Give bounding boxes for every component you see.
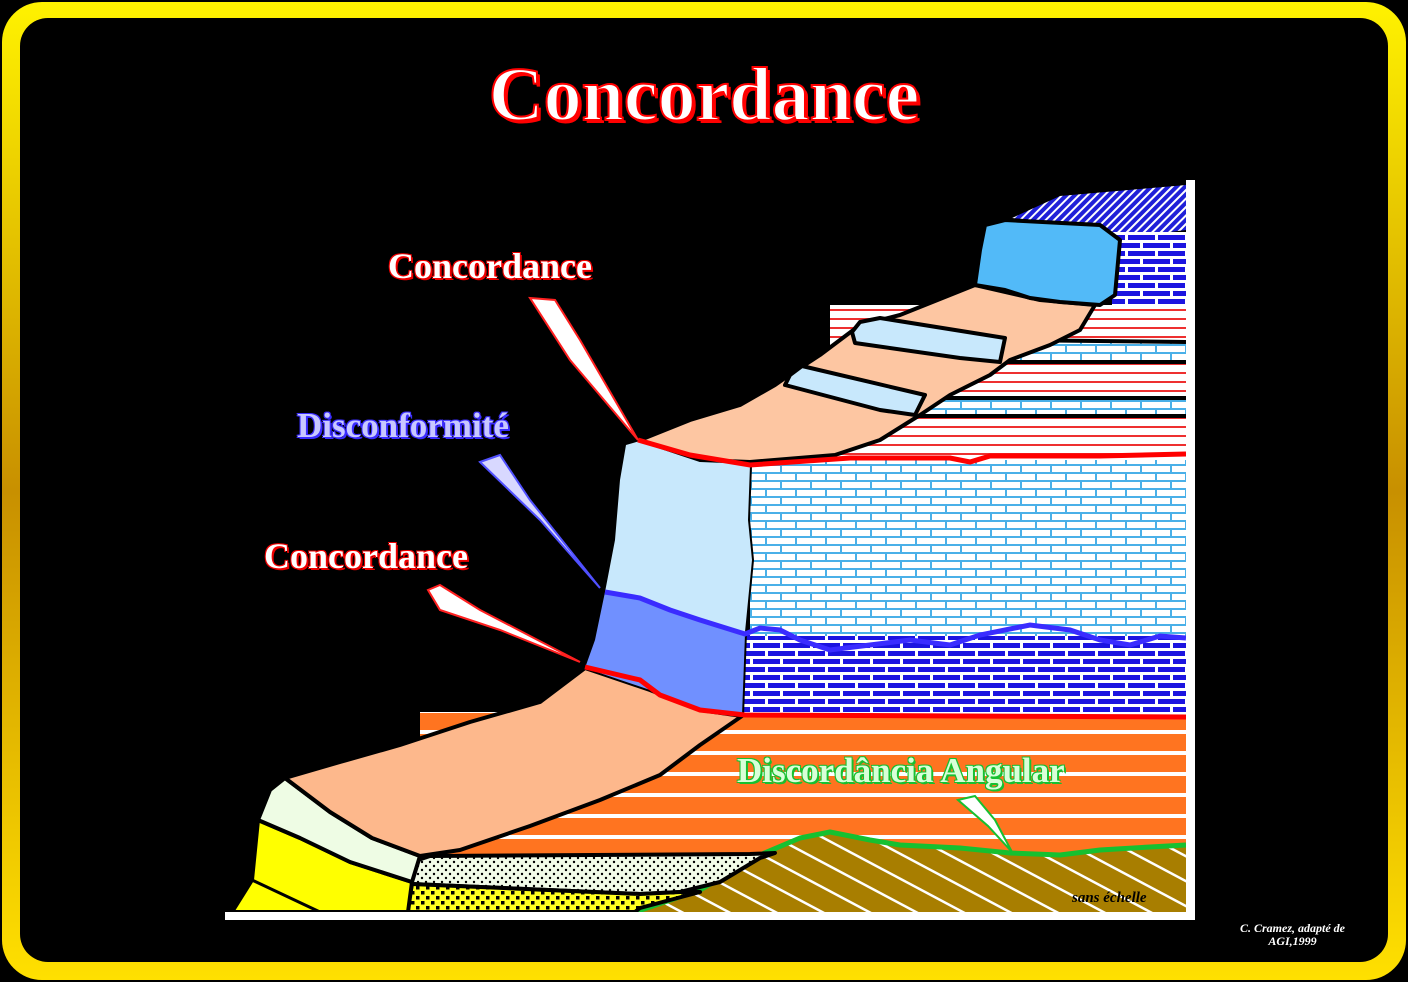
label-concordance-lower: Concordance — [264, 536, 468, 576]
arrow-discordancia — [955, 794, 1013, 853]
lower-concordance-line — [584, 664, 1187, 720]
base-axis — [225, 912, 1195, 920]
pale-blue-block — [605, 438, 752, 632]
arrow-upper-concordance — [528, 296, 639, 441]
label-disconformite: Disconformité — [297, 406, 509, 445]
credit: C. Cramez, adapté de AGI,1999 — [1215, 922, 1370, 948]
upper-concordance-line — [637, 437, 1187, 468]
top-hatched-layer — [1012, 185, 1186, 238]
vertical-axis — [1186, 180, 1195, 920]
arrow-disconformite — [478, 453, 601, 589]
credit-line-2: AGI,1999 — [1268, 934, 1317, 948]
arrow-lower-concordance — [426, 583, 581, 663]
caprock-block — [973, 218, 1122, 307]
pale-blue-band — [783, 364, 927, 417]
page-title: Concordance — [488, 52, 921, 138]
lower-peach-layer — [283, 666, 744, 858]
upper-dark-brick — [1112, 232, 1186, 306]
credit-line-1: C. Cramez, adapté de — [1240, 921, 1345, 935]
label-discordancia-angular: Discordância Angular — [737, 751, 1065, 790]
pale-blue-band — [850, 316, 1007, 364]
label-concordance-upper: Concordance — [388, 246, 592, 286]
disconformity-line — [604, 589, 1187, 653]
light-brick-limestone — [750, 458, 1186, 636]
blue-block — [585, 592, 745, 716]
scale-note: sans échelle — [1072, 890, 1147, 906]
